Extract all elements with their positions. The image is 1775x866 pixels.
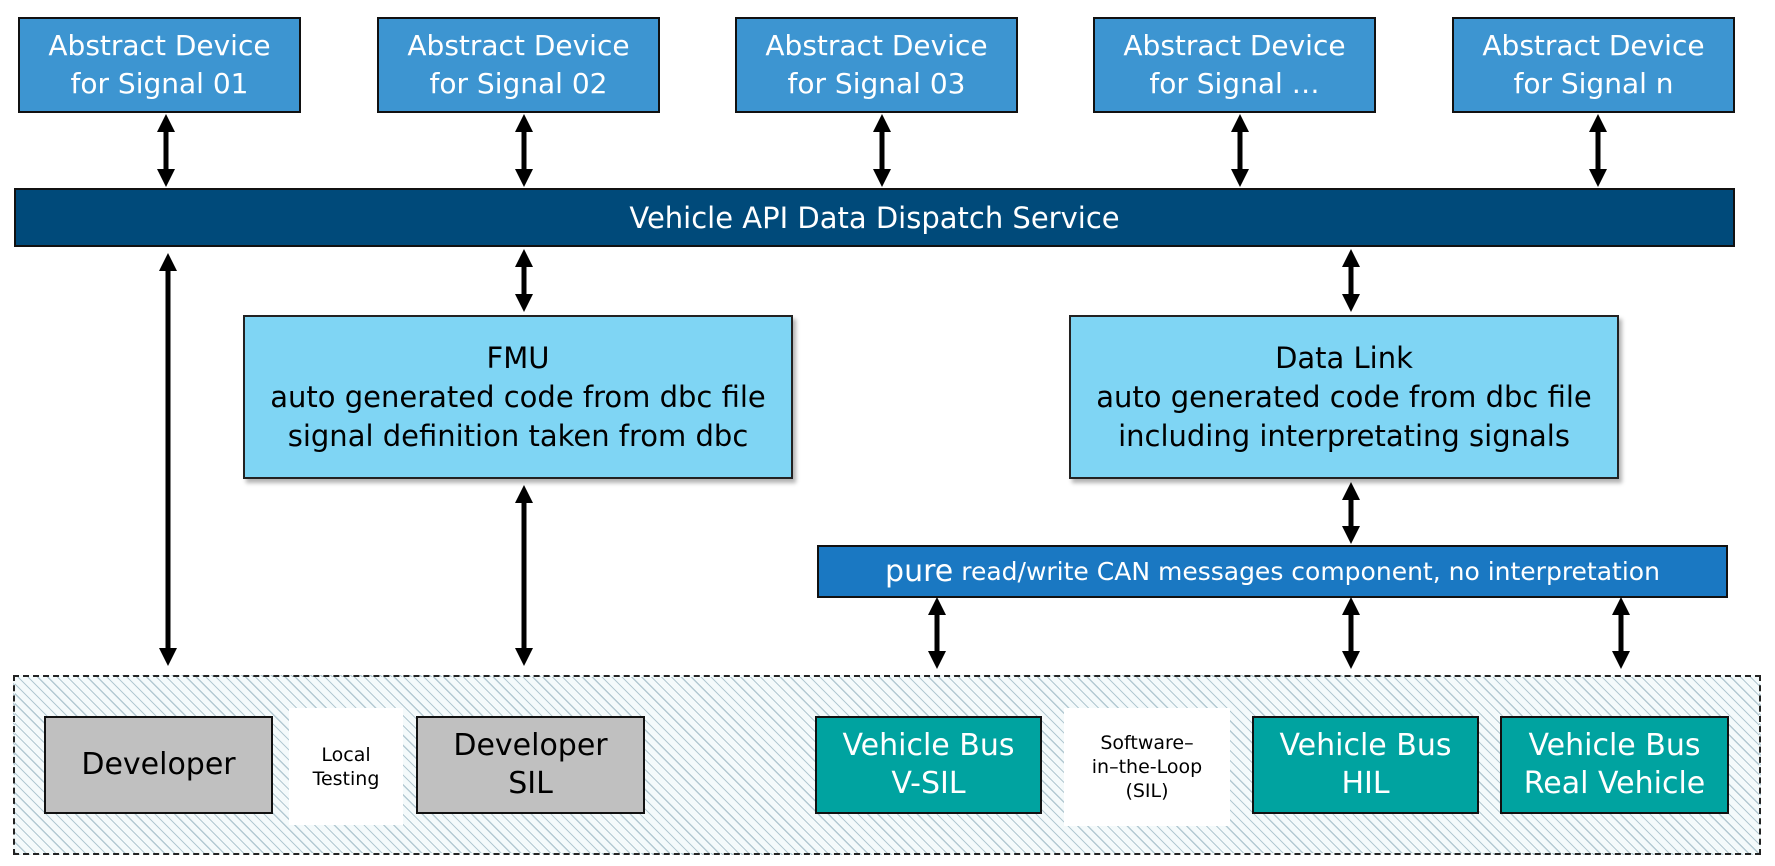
sil-note-line1: Software–: [1100, 732, 1194, 754]
vehicle-bus-hil-box: Vehicle Bus HIL: [1252, 716, 1479, 814]
datalink-desc-1: auto generated code from dbc file: [1096, 379, 1592, 414]
device-title: Abstract Device: [1123, 29, 1346, 62]
abstract-device-02: Abstract Device for Signal 02: [377, 17, 660, 113]
hil-line2: HIL: [1341, 766, 1390, 801]
vehicle-bus-vsil-box: Vehicle Bus V-SIL: [815, 716, 1042, 814]
fmu-desc-2: signal definition taken from dbc: [287, 418, 749, 453]
device-title: Abstract Device: [407, 29, 630, 62]
fmu-desc-1: auto generated code from dbc file: [270, 379, 766, 414]
developer-label: Developer: [81, 747, 236, 782]
device-signal: for Signal 01: [70, 67, 249, 100]
developer-sil-box: Developer SIL: [416, 716, 645, 814]
device-title: Abstract Device: [765, 29, 988, 62]
dispatch-service-label: Vehicle API Data Dispatch Service: [629, 200, 1120, 235]
device-signal: for Signal n: [1513, 67, 1674, 100]
device-signal: for Signal 03: [787, 67, 966, 100]
can-prefix: pure: [885, 554, 954, 589]
local-testing-line2: Testing: [312, 767, 380, 790]
developer-sil-line1: Developer: [453, 728, 608, 763]
local-testing-line1: Local: [321, 743, 371, 766]
device-title: Abstract Device: [1482, 29, 1705, 62]
device-signal: for Signal 02: [429, 67, 608, 100]
datalink-component: Data Link auto generated code from dbc f…: [1069, 315, 1619, 479]
fmu-component: FMU auto generated code from dbc file si…: [243, 315, 793, 479]
datalink-title: Data Link: [1275, 340, 1413, 375]
can-component-bar: pure read/write CAN messages component, …: [817, 545, 1728, 598]
device-title: Abstract Device: [48, 29, 271, 62]
developer-box: Developer: [44, 716, 273, 814]
sil-note-line3: (SIL): [1125, 780, 1169, 802]
can-label: read/write CAN messages component, no in…: [961, 557, 1660, 586]
vsil-line2: V-SIL: [891, 766, 966, 801]
abstract-device-01: Abstract Device for Signal 01: [18, 17, 301, 113]
local-testing-note: Local Testing: [289, 708, 403, 825]
sil-note: Software– in–the-Loop (SIL): [1064, 708, 1230, 826]
real-line1: Vehicle Bus: [1528, 728, 1701, 763]
abstract-device-ellipsis: Abstract Device for Signal …: [1093, 17, 1376, 113]
abstract-device-n: Abstract Device for Signal n: [1452, 17, 1735, 113]
fmu-title: FMU: [486, 340, 550, 375]
vsil-line1: Vehicle Bus: [842, 728, 1015, 763]
developer-sil-line2: SIL: [508, 766, 553, 801]
datalink-desc-2: including interpretating signals: [1118, 418, 1570, 453]
real-line2: Real Vehicle: [1523, 766, 1706, 801]
vehicle-bus-real-box: Vehicle Bus Real Vehicle: [1500, 716, 1729, 814]
dispatch-service-bar: Vehicle API Data Dispatch Service: [14, 188, 1735, 247]
hil-line1: Vehicle Bus: [1279, 728, 1452, 763]
sil-note-line2: in–the-Loop: [1091, 756, 1203, 778]
abstract-device-03: Abstract Device for Signal 03: [735, 17, 1018, 113]
device-signal: for Signal …: [1149, 67, 1320, 100]
